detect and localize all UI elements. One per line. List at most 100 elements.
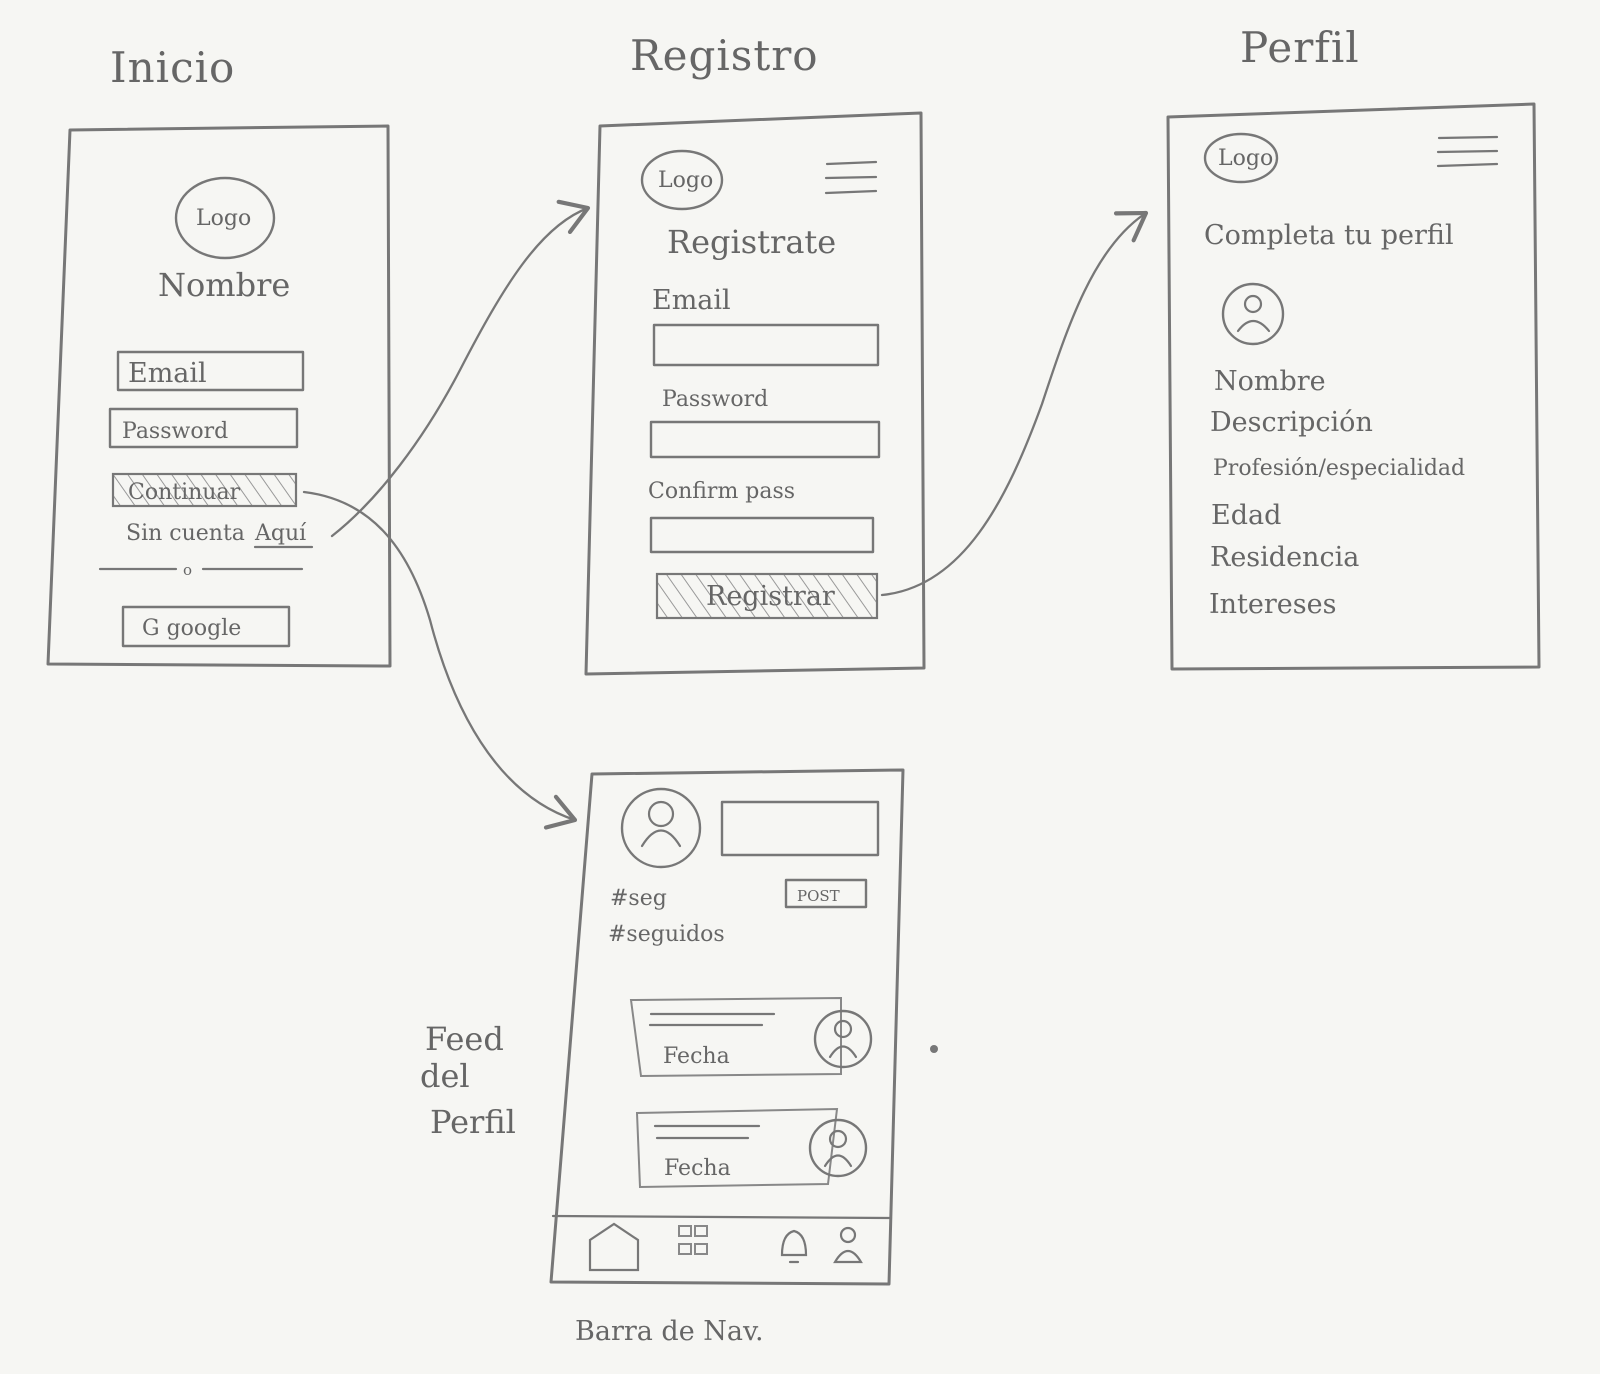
feed-side-label-line-1: Feed — [425, 1020, 504, 1058]
inicio-password-field[interactable] — [108, 407, 299, 449]
perfil-field-5: Intereses — [1209, 589, 1336, 620]
registro-email-label: Email — [652, 285, 731, 316]
perfil-avatar-body — [1236, 319, 1271, 333]
inicio-google-button[interactable] — [121, 605, 291, 648]
inicio-to-feed-arrow — [302, 490, 578, 830]
registro-title: Registro — [630, 31, 819, 80]
registro-password-label: Password — [662, 387, 768, 412]
feed-navbar-caption: Barra de Nav. — [575, 1316, 764, 1347]
perfil-field-4: Residencia — [1210, 542, 1359, 573]
feed-card-2-date: Fecha — [664, 1156, 731, 1181]
feed-card-2-avatar-icon — [808, 1118, 868, 1178]
grid-icon[interactable] — [678, 1225, 708, 1255]
perfil-title: Perfil — [1240, 23, 1360, 72]
perfil-avatar-icon — [1221, 282, 1285, 346]
registro-logo-circle — [640, 149, 724, 211]
home-icon-shape — [588, 1222, 640, 1272]
registro-register-button[interactable] — [655, 572, 879, 620]
inicio-frame — [46, 124, 392, 668]
perfil-heading: Completa tu perfil — [1204, 220, 1454, 251]
bell-icon[interactable] — [780, 1229, 808, 1264]
perfil-field-3: Edad — [1211, 500, 1281, 531]
inicio-here-link[interactable]: Aquí — [254, 521, 307, 546]
perfil-field-1: Descripción — [1210, 407, 1373, 438]
home-icon[interactable] — [588, 1222, 640, 1272]
inicio-title: Inicio — [110, 43, 235, 92]
perfil-screen: Logo Completa tu perfil Nombre Descripci… — [1166, 102, 1541, 671]
user-icon[interactable] — [833, 1226, 863, 1264]
feed-card-2-avatar-head — [828, 1129, 848, 1149]
inicio-to-registro-arrow — [330, 199, 591, 538]
perfil-hamburger-menu-icon[interactable] — [1436, 135, 1499, 168]
feed-avatar-head — [647, 800, 675, 828]
perfil-field-2: Profesión/especialidad — [1213, 456, 1465, 481]
feed-post-button[interactable] — [784, 878, 868, 909]
feed-card-1-avatar-head — [833, 1019, 853, 1039]
inicio-logo-label: Logo — [196, 206, 251, 231]
feed-card-2: Fecha — [635, 1107, 868, 1189]
perfil-hamburger-line-bottom — [1436, 162, 1499, 168]
inicio-screen: Logo Nombre Email Password Continuar Sin… — [46, 124, 392, 668]
perfil-hamburger-line-middle — [1436, 149, 1499, 154]
inicio-password-placeholder: Password — [122, 419, 228, 444]
feed-avatar-circle — [620, 787, 702, 869]
registro-heading: Registrate — [667, 223, 836, 261]
feed-card-1-avatar-body — [828, 1045, 858, 1059]
perfil-logo-label: Logo — [1218, 146, 1273, 171]
grid-icon-cell-3 — [678, 1243, 692, 1255]
grid-icon-cell-2 — [694, 1225, 708, 1237]
registro-password-field[interactable] — [649, 420, 881, 459]
feed-frame — [549, 768, 905, 1286]
inicio-email-placeholder: Email — [128, 358, 207, 389]
registro-confirm-field[interactable] — [649, 516, 875, 554]
feed-card-1-avatar-icon — [813, 1009, 873, 1069]
grid-icon-cell-4 — [694, 1243, 708, 1255]
bell-icon-shape — [780, 1229, 808, 1257]
feed-card-1-date: Fecha — [663, 1044, 730, 1069]
inicio-continue-button[interactable] — [111, 472, 298, 508]
inicio-email-field[interactable] — [116, 350, 305, 392]
inicio-logo-circle — [174, 176, 276, 260]
inicio-separator-label: o — [183, 561, 192, 579]
registro-to-perfil-arrow — [880, 210, 1149, 597]
hamburger-line-bottom — [824, 189, 878, 195]
feed-header-box — [720, 800, 880, 857]
inicio-continue-label: Continuar — [128, 480, 241, 505]
hamburger-menu-icon[interactable] — [824, 160, 878, 195]
registro-email-field[interactable] — [652, 323, 880, 367]
feed-card-1-frame — [629, 996, 842, 1078]
user-icon-head — [839, 1226, 857, 1244]
registro-screen: Logo Registrate Email Password Confirm p… — [584, 111, 926, 676]
feed-screen: #seg #seguidos POST Fecha Fecha — [549, 768, 905, 1286]
feed-navbar-divider — [551, 1214, 893, 1220]
hamburger-line-middle — [824, 175, 878, 180]
inicio-no-account-text: Sin cuenta — [126, 521, 245, 546]
inicio-google-label: G google — [142, 616, 241, 641]
registro-frame — [584, 111, 926, 676]
perfil-field-0: Nombre — [1214, 366, 1326, 397]
feed-following-count: #seguidos — [608, 922, 725, 947]
hamburger-line-top — [825, 160, 878, 166]
pencil-dot — [930, 1045, 938, 1053]
registro-confirm-label: Confirm pass — [648, 479, 795, 504]
grid-icon-cell-1 — [678, 1225, 692, 1237]
registro-register-label: Registrar — [706, 581, 835, 612]
feed-side-label-line-2: del — [420, 1057, 470, 1095]
perfil-avatar-head — [1243, 294, 1263, 314]
inicio-name-label: Nombre — [158, 266, 290, 304]
perfil-logo-circle — [1203, 132, 1279, 184]
feed-followers-count: #seg — [610, 886, 667, 911]
feed-card-1: Fecha — [629, 996, 873, 1078]
perfil-frame — [1166, 102, 1541, 671]
registro-logo-label: Logo — [658, 168, 713, 193]
feed-profile-avatar-icon[interactable] — [620, 787, 702, 869]
feed-avatar-body — [640, 829, 682, 848]
perfil-hamburger-line-top — [1437, 135, 1499, 140]
feed-card-2-avatar-circle — [808, 1118, 868, 1178]
feed-card-2-frame — [635, 1107, 839, 1189]
feed-post-label: POST — [797, 887, 840, 905]
user-icon-body — [833, 1249, 863, 1264]
feed-card-2-avatar-body — [823, 1154, 853, 1168]
